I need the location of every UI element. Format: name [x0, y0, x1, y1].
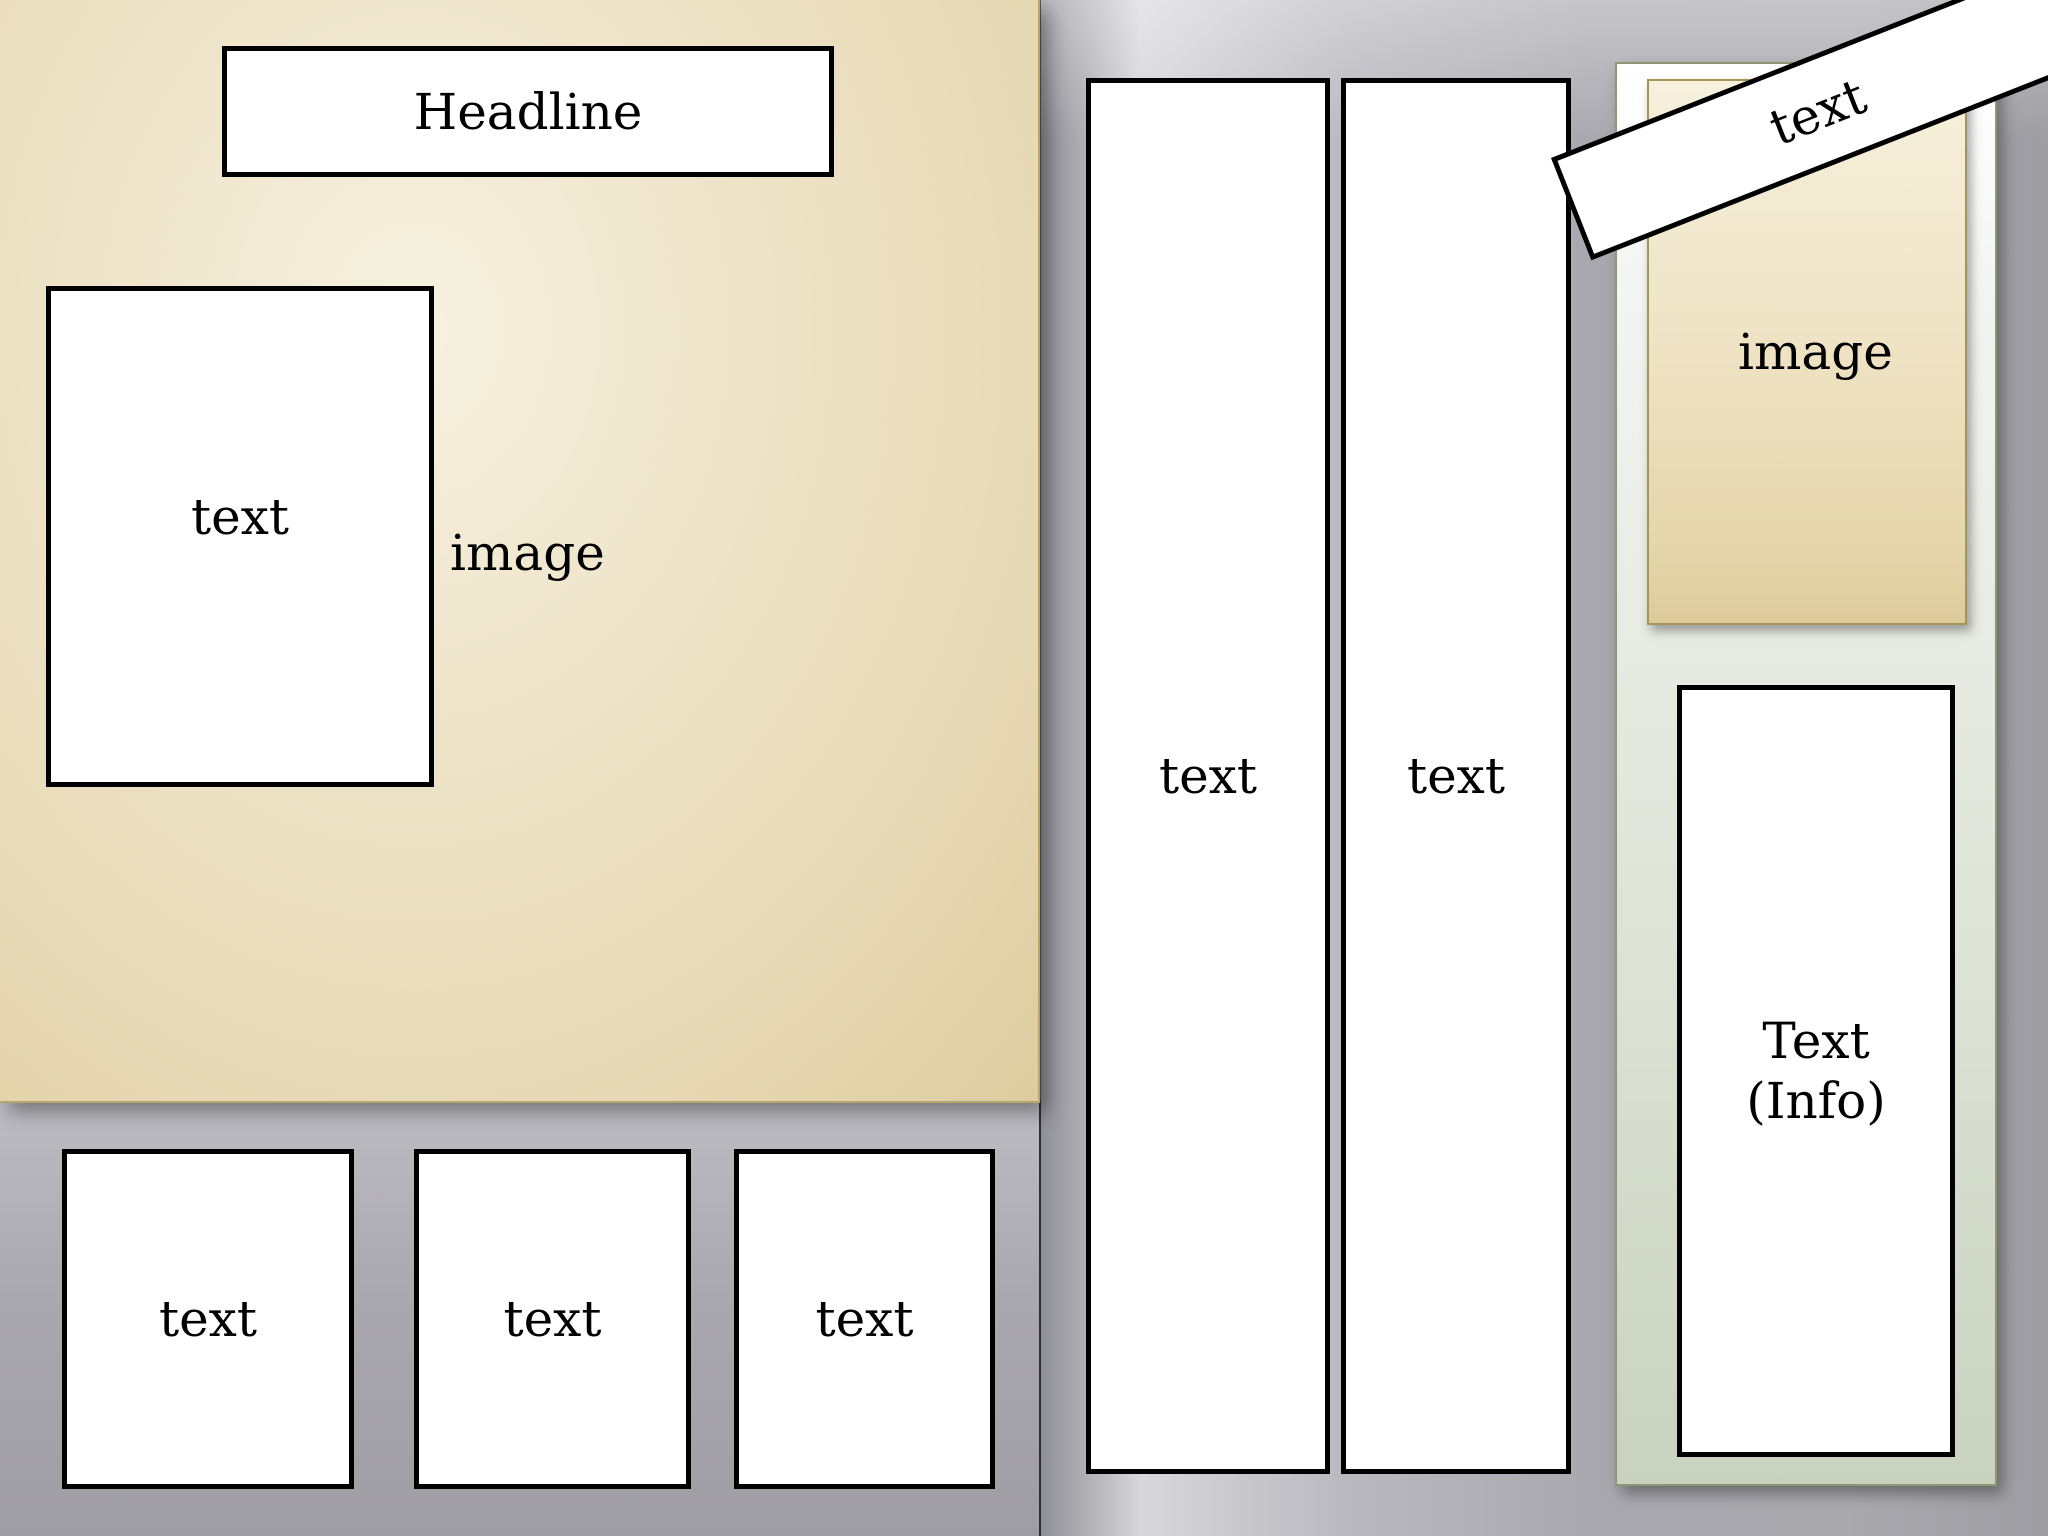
- headline-box: Headline: [222, 46, 834, 177]
- column-text-box-right: text: [1341, 78, 1571, 1474]
- info-text-box: Text (Info): [1677, 685, 1955, 1457]
- bottom-text-label-3: text: [815, 1290, 914, 1348]
- bottom-text-label-1: text: [159, 1290, 257, 1348]
- bottom-text-box-1: text: [62, 1149, 354, 1489]
- headline-text: Headline: [413, 82, 643, 141]
- vertical-divider-top: [1039, 0, 1041, 1100]
- column-text-label-right: text: [1407, 747, 1505, 805]
- info-text-line-1: Text: [1762, 1012, 1870, 1070]
- column-text-label-left: text: [1159, 747, 1257, 805]
- column-text-box-left: text: [1086, 78, 1330, 1474]
- rotated-text-label: text: [1761, 67, 1874, 157]
- left-image-label: image: [450, 524, 605, 582]
- vertical-divider-bottom: [1039, 1100, 1041, 1536]
- bottom-text-box-2: text: [414, 1149, 691, 1489]
- info-text-line-2: (Info): [1746, 1072, 1886, 1130]
- left-text-label: text: [191, 487, 289, 546]
- left-text-box: text: [46, 286, 434, 787]
- bottom-text-label-2: text: [503, 1290, 602, 1348]
- bottom-text-box-3: text: [734, 1149, 995, 1489]
- sidebar-image-label: image: [1738, 323, 1893, 381]
